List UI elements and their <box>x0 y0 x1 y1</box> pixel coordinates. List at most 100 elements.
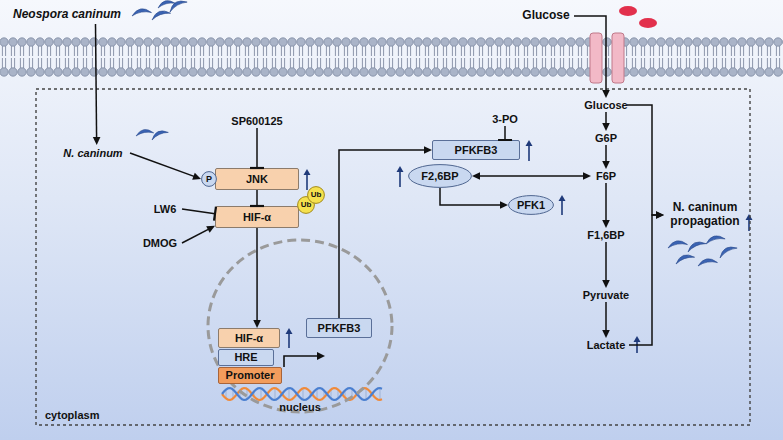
gene-box: PFKFB3 <box>306 318 372 338</box>
lipid-tail <box>344 46 345 56</box>
lipid-head <box>297 38 305 46</box>
inhibitor-label: 3-PO <box>490 112 520 126</box>
connector <box>339 146 432 318</box>
lipid-tail <box>545 58 546 68</box>
connector-line <box>256 228 258 322</box>
increase-arrow-head <box>286 328 293 334</box>
lipid-tail <box>680 46 681 56</box>
lipid-tail <box>374 46 375 56</box>
lipid-tail <box>149 58 150 68</box>
increase-arrow <box>304 169 311 190</box>
node-text: Ub <box>311 190 322 199</box>
lipid-tail <box>311 46 312 56</box>
lipid-head <box>540 38 548 46</box>
lipid-tail <box>254 58 255 68</box>
lipid-head <box>288 68 296 76</box>
lipid-tail <box>185 58 186 68</box>
lipid-head <box>387 68 395 76</box>
lipid-head <box>90 68 98 76</box>
lipid-head <box>432 68 440 76</box>
lipid-tail <box>740 46 741 56</box>
node-shape <box>36 89 750 425</box>
lipid-tail <box>68 58 69 68</box>
lipid-tail <box>446 46 447 56</box>
lipid-head <box>657 38 665 46</box>
lipid-tail <box>299 46 300 56</box>
ubiquitin-circle: Ub <box>307 186 325 204</box>
node-text: Ub <box>301 200 312 209</box>
node-text: HRE <box>234 351 257 364</box>
lipid-tail <box>767 46 768 56</box>
lipid-tail <box>155 58 156 68</box>
lipid-tail <box>434 46 435 56</box>
lipid-tail <box>14 46 15 56</box>
lipid-head <box>99 68 107 76</box>
lipid-tail <box>581 58 582 68</box>
connector <box>440 188 508 209</box>
lipid-tail <box>191 46 192 56</box>
lipid-tail <box>191 58 192 68</box>
lipid-tail <box>122 58 123 68</box>
lipid-tail <box>2 46 3 56</box>
lipid-head <box>450 38 458 46</box>
arrow-head <box>602 330 610 338</box>
node-text: Glucose <box>522 9 569 23</box>
increase-arrow <box>559 195 566 215</box>
lipid-head <box>45 68 53 76</box>
lipid-head <box>198 38 206 46</box>
lipid-tail <box>14 58 15 68</box>
lipid-head <box>126 68 134 76</box>
lipid-head <box>126 38 134 46</box>
lipid-tail <box>632 58 633 68</box>
lipid-head <box>531 38 539 46</box>
connector-line <box>605 242 607 282</box>
increase-arrow <box>397 166 404 187</box>
node-text: cytoplasm <box>45 409 99 422</box>
lipid-tail <box>473 46 474 56</box>
lipid-tail <box>281 58 282 68</box>
lipid-head <box>414 38 422 46</box>
metabolite-label: Pyruvate <box>576 288 636 302</box>
lipid-tail <box>497 46 498 56</box>
lipid-head <box>27 68 35 76</box>
lipid-head <box>333 38 341 46</box>
lipid-tail <box>176 46 177 56</box>
lipid-tail <box>713 58 714 68</box>
lipid-tail <box>302 46 303 56</box>
connector-line <box>478 175 585 177</box>
lipid-tail <box>518 46 519 56</box>
inhibitor-label: LW6 <box>148 202 182 216</box>
connector-line <box>627 105 658 215</box>
lipid-tail <box>560 58 561 68</box>
lipid-tail <box>500 46 501 56</box>
lipid-tail <box>365 46 366 56</box>
lipid-tail <box>95 58 96 68</box>
lipid-tail <box>155 46 156 56</box>
lipid-tail <box>212 58 213 68</box>
lipid-tail <box>5 58 6 68</box>
lipid-tail <box>11 46 12 56</box>
enzyme-ellipse: PFK1 <box>508 195 554 215</box>
lipid-head <box>306 38 314 46</box>
lipid-tail <box>644 46 645 56</box>
lipid-tail <box>308 58 309 68</box>
lipid-tail <box>407 46 408 56</box>
lipid-tail <box>293 58 294 68</box>
lipid-tail <box>257 46 258 56</box>
lipid-tail <box>284 46 285 56</box>
lipid-tail <box>509 58 510 68</box>
lipid-head <box>180 68 188 76</box>
connector-line <box>440 188 502 205</box>
lipid-tail <box>92 46 93 56</box>
lipid-tail <box>119 46 120 56</box>
lipid-tail <box>245 46 246 56</box>
arrow-head <box>656 211 664 219</box>
lipid-head <box>207 38 215 46</box>
lipid-tail <box>434 58 435 68</box>
lipid-tail <box>581 46 582 56</box>
lipid-tail <box>626 58 627 68</box>
lipid-head <box>756 68 764 76</box>
lipid-head <box>441 38 449 46</box>
increase-arrows <box>286 140 753 353</box>
lipid-head <box>162 68 170 76</box>
